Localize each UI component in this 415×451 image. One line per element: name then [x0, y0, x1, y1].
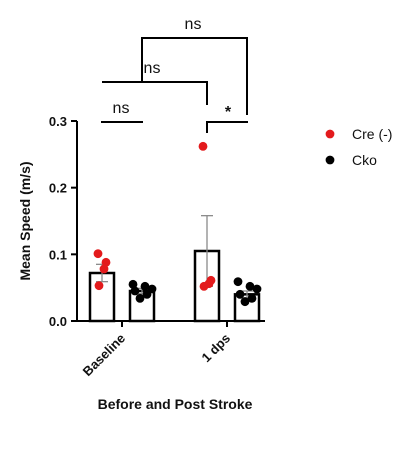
error-bars-group [96, 215, 253, 299]
significance-label: ns [113, 100, 130, 117]
data-point [199, 281, 209, 291]
significance-label: ns [185, 16, 202, 33]
data-point [142, 289, 152, 299]
data-point [233, 277, 243, 287]
data-point [247, 293, 257, 303]
data-point [93, 249, 103, 259]
significance-bracket [102, 81, 208, 105]
data-point [140, 281, 150, 291]
x-tick-label: 1 dps [198, 331, 233, 366]
data-point [135, 293, 145, 303]
data-point [94, 281, 104, 291]
data-point [198, 141, 208, 151]
y-tick-label: 0.1 [49, 247, 67, 262]
data-point [240, 297, 250, 307]
legend: Cre (-) Cko [325, 126, 392, 168]
legend-label: Cko [352, 152, 377, 168]
legend-marker [325, 155, 335, 165]
y-tick-label: 0.2 [49, 181, 67, 196]
data-point [99, 264, 109, 274]
x-ticks-group: Baseline 1 dps [80, 321, 233, 379]
significance-bracket [206, 121, 248, 133]
x-axis-title: Before and Post Stroke [98, 396, 253, 412]
data-point [128, 279, 138, 289]
significance-bracket [101, 121, 143, 123]
x-tick-label: Baseline [80, 331, 128, 379]
points-group [93, 141, 262, 307]
significance-group: ns ns ns * [101, 16, 248, 133]
y-tick-label: 0.0 [49, 314, 67, 329]
data-point [235, 289, 245, 299]
significance-label: * [225, 104, 232, 121]
data-point [252, 284, 262, 294]
data-point [101, 257, 111, 267]
y-tick-label: 0.3 [49, 114, 67, 129]
significance-label: ns [144, 60, 161, 77]
bars-group [88, 249, 261, 323]
y-axis-title: Mean Speed (m/s) [17, 161, 33, 280]
data-point [130, 286, 140, 296]
y-ticks-group: 0.0 0.1 0.2 0.3 [49, 114, 77, 329]
legend-marker [325, 129, 335, 139]
significance-bracket [141, 37, 248, 115]
data-point [245, 281, 255, 291]
legend-label: Cre (-) [352, 126, 392, 142]
